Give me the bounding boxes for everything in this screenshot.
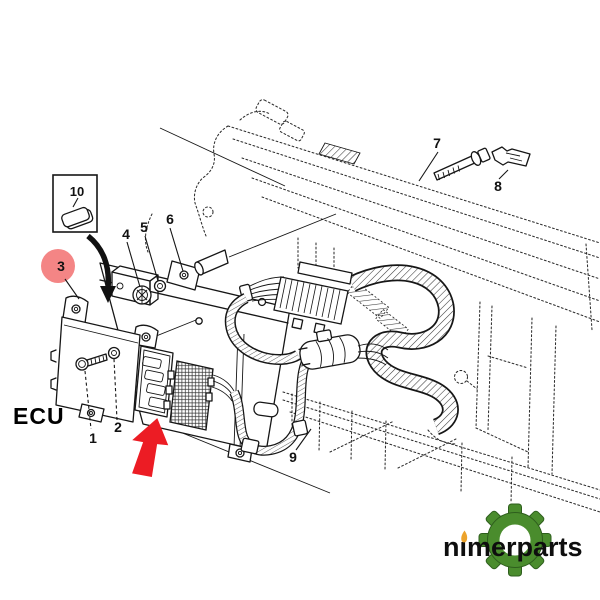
highlight-circle [41,249,75,283]
ecu-module [50,295,174,423]
callout-leaders [84,151,509,451]
brand-logo[interactable]: nimerparts [443,503,583,577]
logo-flame-icon [461,530,468,543]
gear-icon [478,503,552,577]
callout-1: 1 [89,430,97,446]
clip-part-8 [491,146,531,167]
wiring-harness [163,261,389,456]
callout-numbers: 1 2 4 5 6 7 8 9 10 [70,135,502,465]
callout-3: 3 [57,258,65,274]
callout-7: 7 [433,135,441,151]
callout-5: 5 [140,219,148,235]
callout-6: 6 [166,211,174,227]
red-arrow-icon [132,418,169,477]
callout-9: 9 [289,449,297,465]
callout-highlight-3[interactable]: 3 [41,249,80,300]
callout-8: 8 [494,178,502,194]
bolt-part-7 [433,147,491,181]
ecu-label: ECU [13,403,65,429]
callout-2: 2 [114,419,122,435]
black-curved-arrow-icon [86,233,116,303]
callout-4: 4 [122,226,130,242]
callout-10: 10 [70,184,84,199]
inset-box-part-10 [52,174,98,233]
engine-harness-bundle [346,264,459,445]
